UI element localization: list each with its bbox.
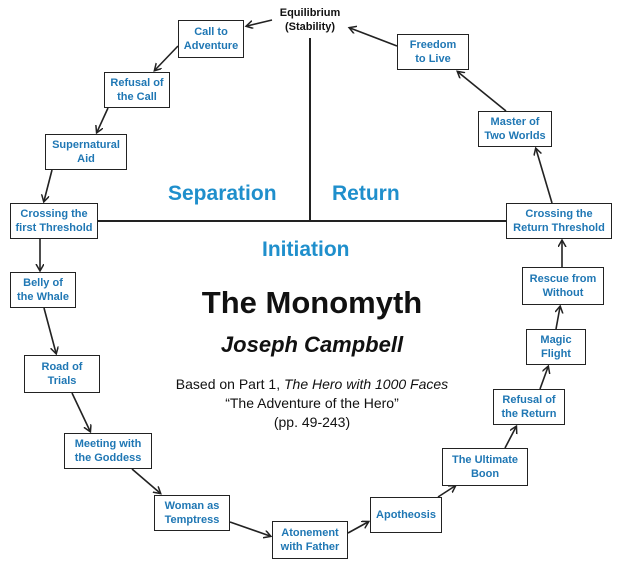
stage-label-line: Rescue from [529, 273, 597, 285]
stage-refusal-of-the-call: Refusal of the Call [104, 72, 170, 108]
flow-arrow [437, 486, 455, 498]
chapter-title: “The Adventure of the Hero” [225, 395, 399, 411]
stage-woman-as-temptress: Woman as Temptress [154, 495, 230, 531]
diagram-title: The Monomyth [201, 285, 423, 320]
stage-label-line: Refusal of [502, 394, 556, 406]
stage-label-line: Crossing the [20, 208, 88, 220]
stage-crossing-the-first-threshold: Crossing the first Threshold [10, 203, 98, 239]
cycle-arrows [40, 19, 562, 536]
stage-label-line: first Threshold [15, 222, 93, 234]
stage-label-line: Apotheosis [376, 509, 436, 521]
stage-label-line: Temptress [164, 514, 220, 526]
author-name: Joseph Campbell [220, 332, 404, 357]
stage-master-of-two-worlds: Master of Two Worlds [478, 111, 552, 147]
stage-label-line: the Whale [17, 291, 69, 303]
stage-road-of-trials: Road of Trials [24, 355, 100, 393]
stage-label-line: Refusal of [110, 77, 164, 89]
stage-label-line: Road of [41, 361, 83, 373]
stage-label-line: Call to [194, 26, 228, 38]
stage-label-line: Trials [47, 375, 77, 387]
stage-label-line: the Call [117, 91, 157, 103]
stage-label-line: with Father [280, 541, 340, 553]
flow-arrow [97, 107, 109, 132]
flow-arrow [44, 169, 53, 201]
based-on-prefix: Based on Part 1, [175, 376, 284, 392]
flow-arrow [458, 72, 507, 112]
stage-label-line: Without [542, 287, 584, 299]
flow-arrow [504, 427, 516, 449]
equilibrium-line: Equilibrium [279, 7, 341, 19]
stage-call-to-adventure: Call to Adventure [178, 20, 244, 58]
stage-atonement-with-father: Atonement with Father [272, 521, 348, 559]
stage-label-line: Atonement [281, 527, 339, 539]
stage-meeting-with-the-goddess: Meeting with the Goddess [64, 433, 152, 469]
flow-arrow [155, 45, 179, 70]
based-on-line: Based on Part 1, The Hero with 1000 Face… [0, 376, 624, 392]
flow-arrow [71, 392, 90, 431]
flow-arrow [131, 468, 160, 493]
flow-arrow [539, 367, 548, 390]
stage-label-line: the Return [501, 408, 557, 420]
flow-arrow [43, 307, 56, 353]
stage-label-line: Freedom [409, 39, 457, 51]
section-return: Return [332, 182, 400, 205]
flow-arrow [347, 522, 368, 534]
flow-arrow [247, 19, 273, 26]
stage-label-line: Magic [540, 334, 572, 346]
stage-label-line: Flight [541, 348, 571, 360]
stage-label-line: Woman as [164, 500, 220, 512]
stage-label-line: the Goddess [74, 452, 142, 464]
stage-label-line: Aid [77, 153, 95, 165]
book-title: The Hero with 1000 Faces [283, 376, 449, 392]
stage-apotheosis: Apotheosis [370, 497, 442, 533]
stage-freedom-to-live: Freedom to Live [397, 34, 469, 70]
section-initiation: Initiation [262, 238, 350, 261]
stage-label-line: Meeting with [74, 438, 142, 450]
flow-arrow [556, 307, 560, 330]
stage-refusal-of-the-return: Refusal of the Return [493, 389, 565, 425]
stage-belly-of-the-whale: Belly of the Whale [10, 272, 76, 308]
flow-arrow [229, 521, 270, 536]
flow-arrow [536, 149, 553, 204]
stage-label-line: Belly of [23, 277, 63, 289]
section-separation: Separation [168, 182, 277, 205]
page-range: (pp. 49-243) [273, 414, 351, 430]
stage-label-line: Adventure [183, 40, 239, 52]
flow-arrow [350, 28, 398, 47]
equilibrium-label: Equilibrium (Stability) [260, 6, 360, 34]
stage-label-line: The Ultimate [451, 454, 518, 466]
stage-label-line: Master of [490, 116, 540, 128]
stability-line: (Stability) [284, 21, 336, 33]
stage-label-line: Supernatural [52, 139, 120, 151]
stage-label-line: Return Threshold [513, 222, 605, 234]
stage-label-line: Two Worlds [484, 130, 546, 142]
stage-label-line: Boon [470, 468, 500, 480]
stage-label-line: Crossing the [525, 208, 593, 220]
stage-label-line: to Live [415, 53, 451, 65]
